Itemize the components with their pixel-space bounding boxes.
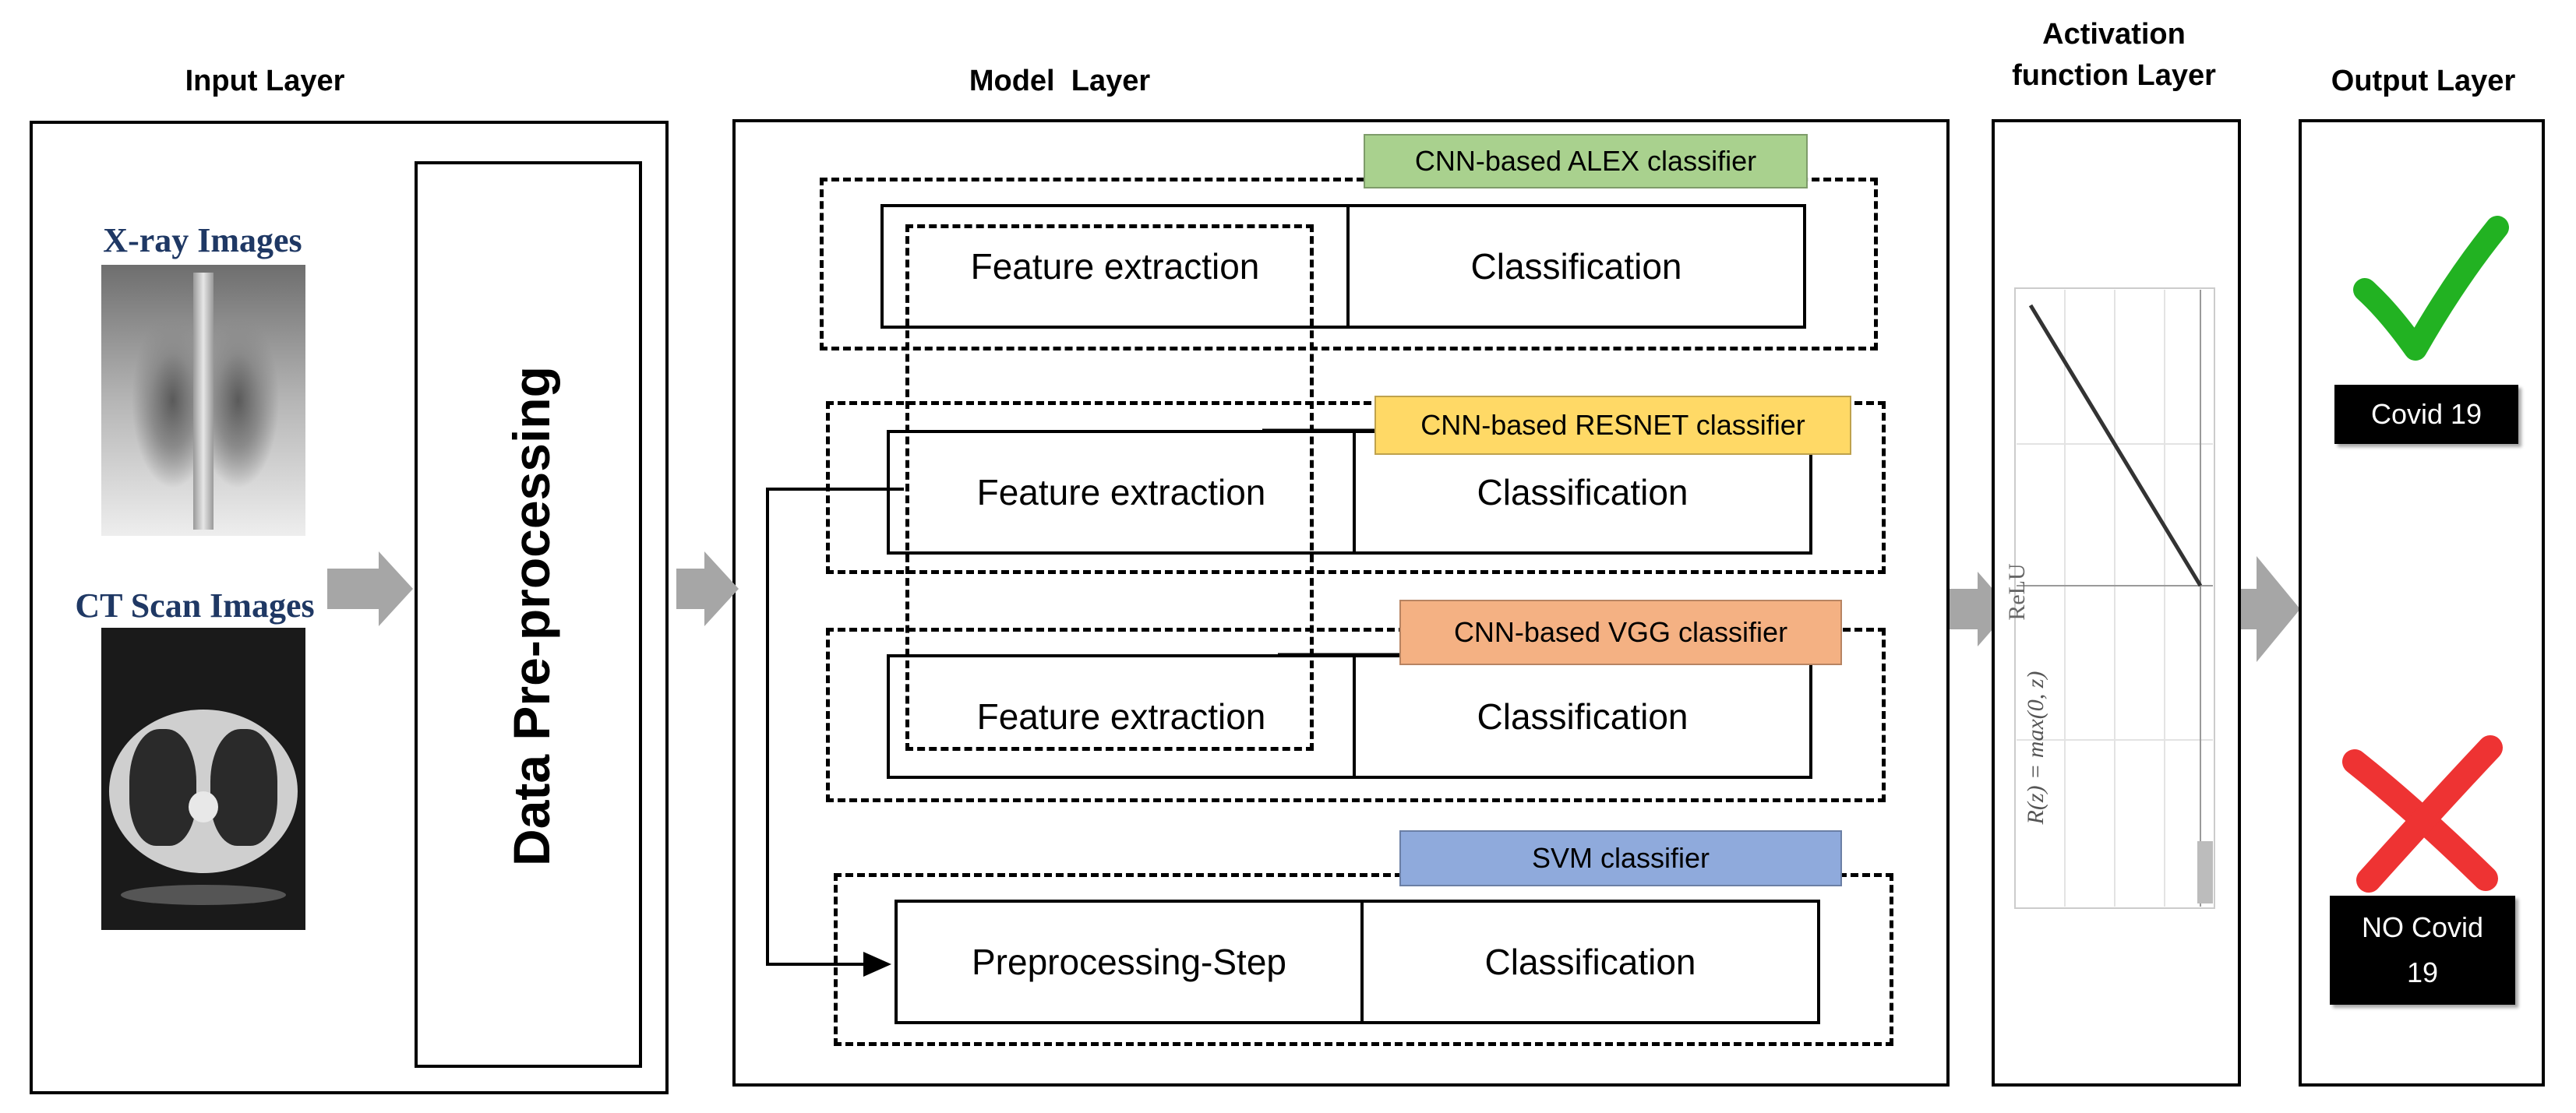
alex-classifier-group — [820, 178, 1878, 350]
resnet-classification: Classification — [1477, 472, 1689, 512]
svm-classifier-group — [834, 873, 1893, 1046]
ct-scan-images-title: CT Scan Images — [75, 586, 315, 625]
svm-classifier-tag: SVM classifier — [1399, 830, 1842, 886]
svm-classifier-box: Preprocessing-Step Classification — [895, 900, 1820, 1024]
vgg-classification: Classification — [1477, 696, 1689, 737]
alex-classifier-tag: CNN-based ALEX classifier — [1364, 134, 1808, 188]
activation-layer-title: Activation function Layer — [2012, 18, 2216, 93]
vgg-classifier-group — [826, 628, 1886, 802]
resnet-feature-extraction: Feature extraction — [890, 433, 1356, 551]
alex-feature-extraction: Feature extraction — [884, 207, 1350, 326]
flow-arrow-preprocessing-to-model — [676, 551, 739, 626]
resnet-classifier-tag: CNN-based RESNET classifier — [1374, 396, 1851, 455]
vgg-classifier-box: Feature extraction Classification — [887, 654, 1812, 779]
shared-feature-extraction-group — [905, 224, 1314, 751]
ct-scan-image — [101, 628, 305, 930]
data-preprocessing-box: Data Pre-processing — [415, 161, 642, 1068]
svm-preprocessing-step: Preprocessing-Step — [898, 903, 1364, 1021]
vgg-classifier-tag: CNN-based VGG classifier — [1399, 600, 1842, 665]
alex-classification: Classification — [1470, 246, 1682, 287]
xray-images-title: X-ray Images — [103, 221, 302, 259]
vgg-feature-extraction: Feature extraction — [890, 657, 1356, 776]
covid-positive-badge: Covid 19 — [2334, 385, 2518, 444]
output-layer-title: Output Layer — [2331, 65, 2516, 97]
xray-image — [101, 265, 305, 536]
svm-classification: Classification — [1484, 942, 1696, 982]
flow-arrow-input-to-preprocessing — [327, 551, 413, 626]
input-layer-title: Input Layer — [185, 65, 345, 97]
model-layer-title: Model Layer — [969, 65, 1151, 97]
feature-to-svm-connector — [766, 488, 904, 977]
covid-negative-badge: NO Covid 19 — [2330, 896, 2515, 1005]
